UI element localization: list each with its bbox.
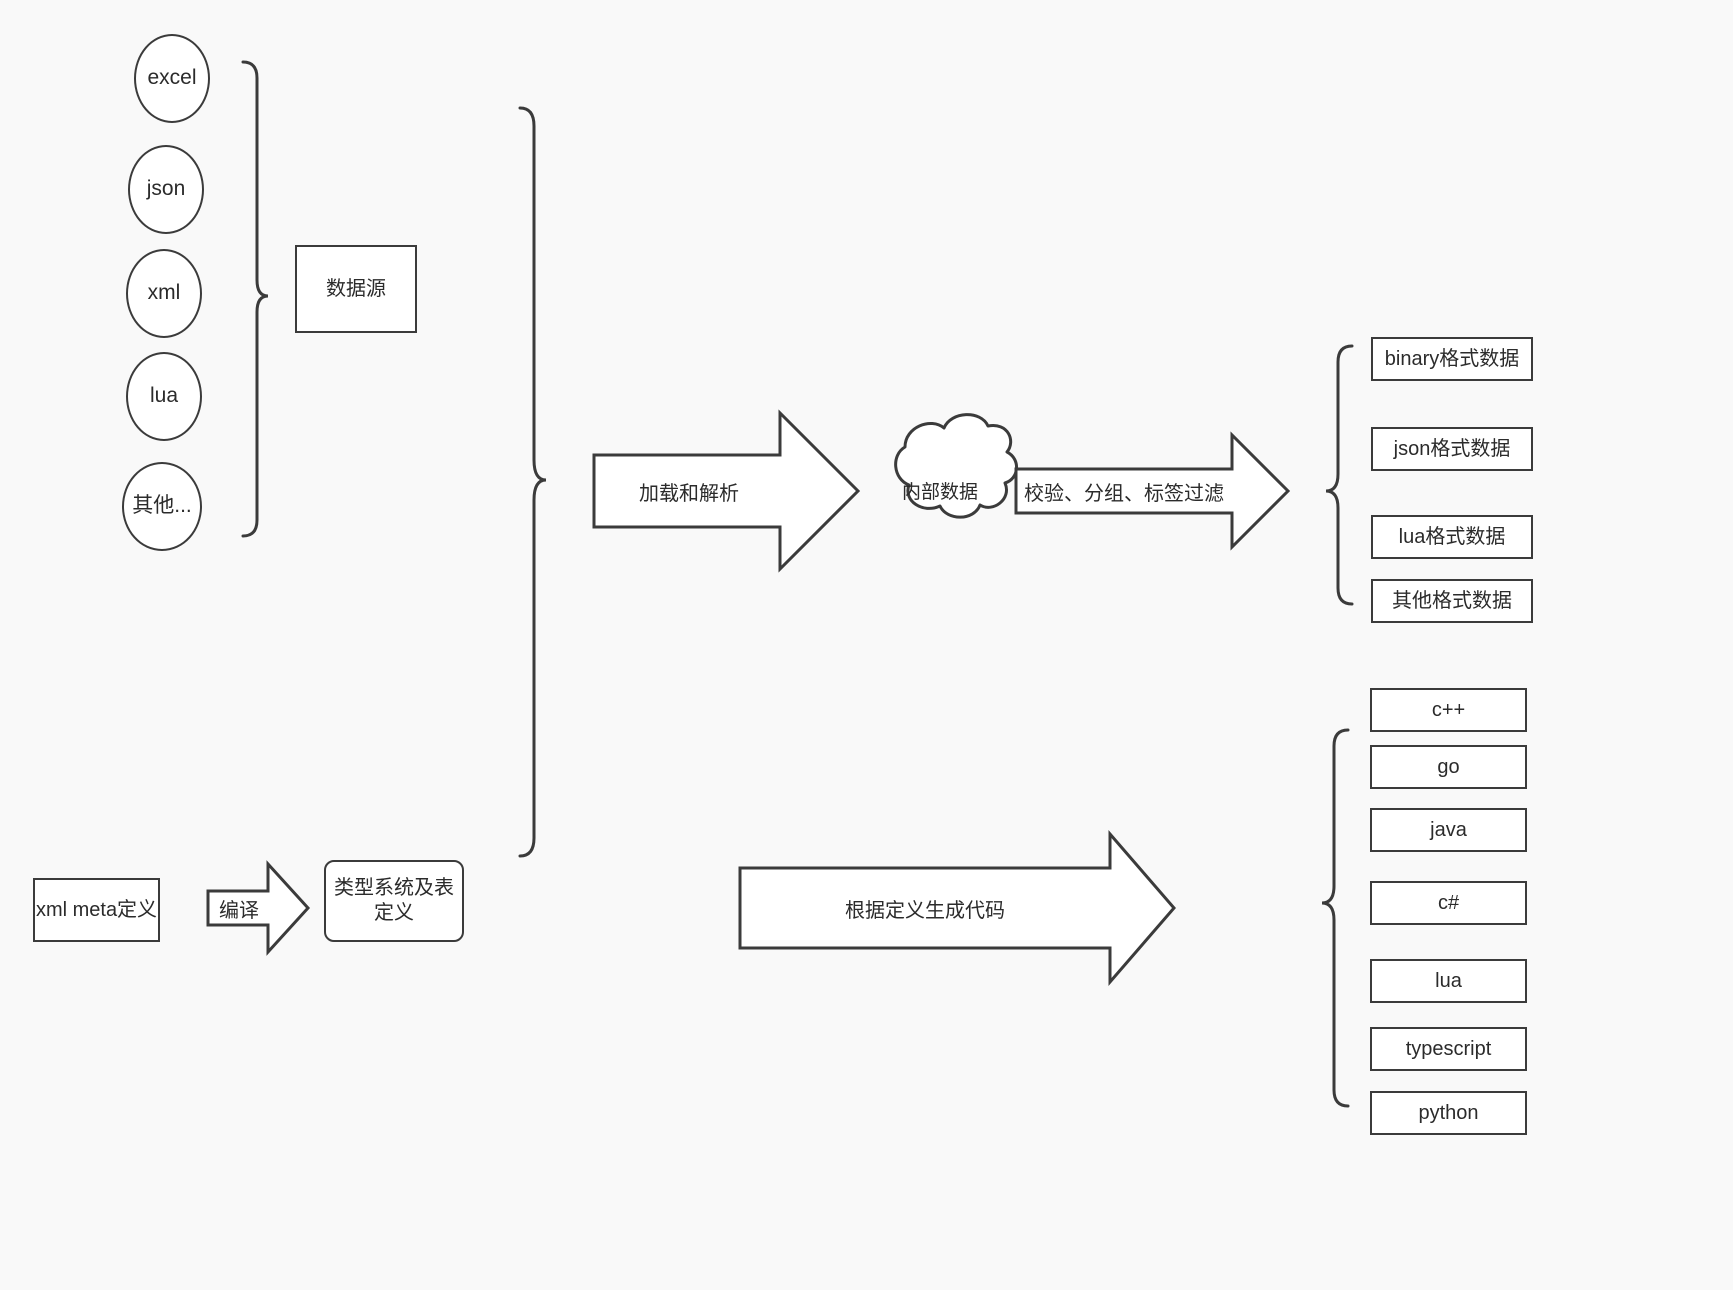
output-language-java-label: java — [1430, 818, 1467, 841]
brace-output-formats — [1325, 344, 1354, 606]
output-language-csharp-label: c# — [1437, 891, 1460, 914]
output-language-python-label: python — [1418, 1101, 1479, 1124]
data-source-json[interactable]: json — [128, 145, 204, 234]
output-format-other[interactable]: 其他格式数据 — [1371, 579, 1533, 623]
output-format-lua[interactable]: lua格式数据 — [1371, 515, 1533, 559]
type-system-box[interactable]: 类型系统及表定义 — [324, 860, 464, 942]
compile-text: 编译 — [219, 899, 259, 922]
output-language-lua-label: lua — [1435, 969, 1462, 992]
data-source-other[interactable]: 其他... — [122, 462, 202, 551]
output-language-lua[interactable]: lua — [1370, 959, 1527, 1003]
xml-meta-definition-label: xml meta定义 — [35, 898, 158, 921]
arrow-validate-group-filter — [1014, 431, 1291, 551]
data-source-group-box[interactable]: 数据源 — [295, 245, 417, 333]
output-format-binary-label: binary格式数据 — [1384, 347, 1520, 370]
output-format-lua-label: lua格式数据 — [1398, 525, 1506, 548]
brace-data-sources — [241, 60, 269, 538]
arrow-filter-label: 校验、分组、标签过滤 — [1016, 470, 1232, 512]
output-language-csharp[interactable]: c# — [1370, 881, 1527, 925]
arrow-load-parse — [592, 409, 861, 573]
output-language-python[interactable]: python — [1370, 1091, 1527, 1135]
internal-data-text: 内部数据 — [901, 481, 978, 503]
output-format-json-label: json格式数据 — [1393, 437, 1511, 460]
arrow-load-parse-label: 加载和解析 — [594, 470, 784, 512]
output-language-go[interactable]: go — [1370, 745, 1527, 789]
output-language-typescript-label: typescript — [1405, 1037, 1492, 1060]
data-source-lua-label: lua — [149, 384, 179, 408]
output-format-binary[interactable]: binary格式数据 — [1371, 337, 1533, 381]
compile-arrow-label: 编译 — [210, 892, 268, 924]
brace-pipeline-input — [518, 106, 547, 858]
arrow-codegen-label: 根据定义生成代码 — [740, 888, 1110, 928]
data-source-lua[interactable]: lua — [126, 352, 202, 441]
output-format-other-label: 其他格式数据 — [1392, 589, 1512, 612]
arrow-compile — [206, 860, 311, 956]
data-source-xml[interactable]: xml — [126, 249, 202, 338]
output-language-cpp[interactable]: c++ — [1370, 688, 1527, 732]
output-language-go-label: go — [1437, 755, 1460, 778]
output-format-json[interactable]: json格式数据 — [1371, 427, 1533, 471]
data-source-xml-label: xml — [147, 281, 181, 305]
load-parse-text: 加载和解析 — [639, 482, 739, 505]
brace-output-languages — [1321, 728, 1350, 1108]
data-source-group-label: 数据源 — [326, 277, 386, 300]
codegen-text: 根据定义生成代码 — [845, 899, 1005, 922]
internal-data-label: 内部数据 — [890, 468, 990, 512]
output-language-java[interactable]: java — [1370, 808, 1527, 852]
type-system-label: 类型系统及表定义 — [334, 877, 454, 924]
output-language-cpp-label: c++ — [1431, 698, 1466, 721]
arrow-codegen — [738, 829, 1176, 987]
data-source-excel[interactable]: excel — [134, 34, 210, 123]
xml-meta-definition-box[interactable]: xml meta定义 — [33, 878, 160, 942]
data-source-json-label: json — [146, 177, 186, 201]
data-source-excel-label: excel — [147, 66, 197, 90]
output-language-typescript[interactable]: typescript — [1370, 1027, 1527, 1071]
filter-text: 校验、分组、标签过滤 — [1024, 482, 1224, 505]
data-source-other-label: 其他... — [132, 494, 192, 518]
